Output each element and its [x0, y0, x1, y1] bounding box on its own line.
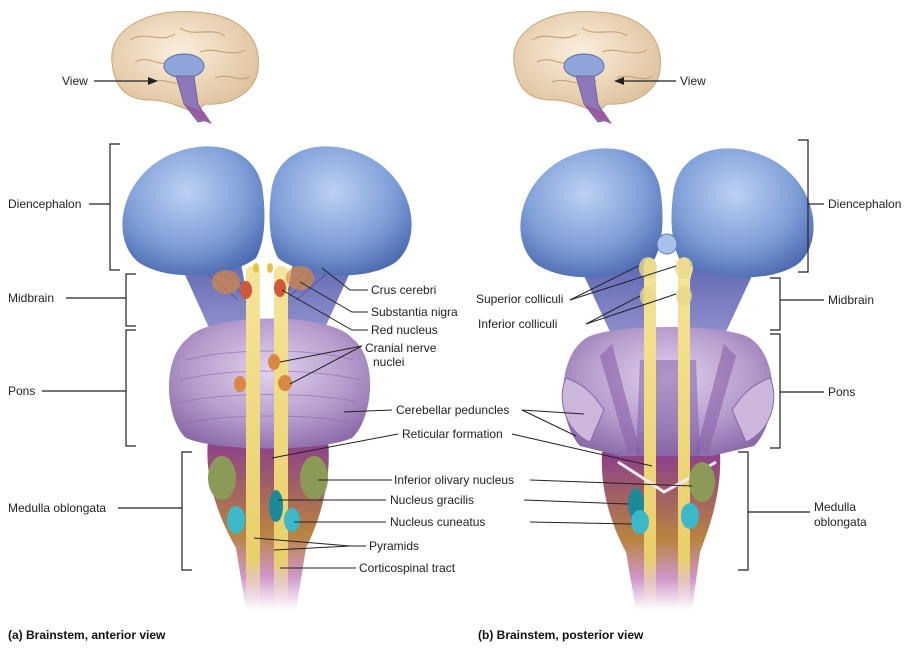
posterior-diencephalon-label: Diencephalon: [828, 197, 901, 211]
crus-cerebri-label: Crus cerebri: [371, 283, 436, 297]
posterior-nucleus-cuneatus-left: [631, 510, 649, 534]
inferior-colliculus-right: [676, 286, 692, 306]
posterior-view-label: View: [680, 74, 706, 88]
corticospinal-tract-label: Corticospinal tract: [359, 561, 455, 575]
cranial-nerve-nuclei-label-2: nuclei: [373, 355, 404, 369]
posterior-tract-right: [678, 258, 690, 610]
posterior-nucleus-cuneatus-right: [681, 503, 699, 529]
anterior-midbrain-label: Midbrain: [8, 291, 54, 305]
cranial-nerve-nuclei-label-1: Cranial nerve: [365, 341, 436, 355]
anterior-pons-label: Pons: [8, 384, 35, 398]
anterior-olive-left: [208, 456, 236, 500]
posterior-diencephalon-left: [520, 148, 662, 277]
anterior-tract-left: [246, 266, 260, 610]
anterior-diencephalon-right: [270, 146, 412, 275]
superior-colliculus-right: [675, 257, 693, 279]
cerebellar-peduncles-label: Cerebellar peduncles: [396, 403, 509, 417]
pyramids-label: Pyramids: [369, 539, 419, 553]
inferior-colliculi-label: Inferior colliculi: [478, 317, 557, 331]
posterior-brain-inset: [514, 11, 661, 124]
posterior-olive: [689, 462, 715, 502]
anterior-medulla-label: Medulla oblongata: [8, 501, 106, 515]
reticular-formation-label: Reticular formation: [402, 427, 503, 441]
posterior-pons-label: Pons: [828, 385, 855, 399]
anterior-substantia-nigra-right: [286, 266, 314, 290]
anterior-substantia-nigra-left: [212, 270, 240, 294]
anterior-cranial-nucleus-3: [234, 376, 246, 392]
anterior-cranial-nucleus-2: [278, 375, 292, 391]
nucleus-gracilis-label: Nucleus gracilis: [390, 493, 474, 507]
anterior-diencephalon-left: [122, 146, 264, 275]
anterior-red-nucleus-right: [274, 279, 286, 297]
anterior-view-label: View: [62, 74, 88, 88]
posterior-brainstem: [520, 148, 813, 610]
posterior-medulla-label-1: Medulla: [814, 500, 856, 514]
anterior-diencephalon-label: Diencephalon: [8, 197, 81, 211]
anterior-pons-shape: [169, 319, 370, 449]
superior-colliculi-label: Superior colliculi: [476, 292, 563, 306]
anterior-tract-right: [274, 266, 288, 610]
substantia-nigra-label: Substantia nigra: [371, 305, 458, 319]
superior-colliculus-left: [639, 257, 657, 279]
nucleus-cuneatus-label: Nucleus cuneatus: [390, 515, 485, 529]
anterior-olive-right: [300, 456, 328, 500]
posterior-diencephalon-right: [672, 148, 814, 277]
inferior-olivary-nucleus-label: Inferior olivary nucleus: [394, 473, 514, 487]
anterior-brain-inset: [112, 11, 259, 124]
anterior-caption: (a) Brainstem, anterior view: [8, 628, 165, 642]
anterior-red-nucleus-left: [240, 281, 252, 299]
posterior-midbrain-label: Midbrain: [828, 293, 874, 307]
anterior-nucleus-cuneatus-right: [284, 508, 300, 532]
anterior-nucleus-gracilis: [269, 490, 283, 522]
red-nucleus-label: Red nucleus: [371, 323, 438, 337]
anterior-cranial-nucleus-1: [268, 354, 280, 370]
anterior-nucleus-cuneatus-left: [227, 506, 245, 534]
posterior-caption: (b) Brainstem, posterior view: [478, 628, 643, 642]
posterior-tract-left: [644, 258, 656, 610]
posterior-medulla-label-2: oblongata: [814, 515, 867, 529]
posterior-pineal: [657, 234, 677, 254]
